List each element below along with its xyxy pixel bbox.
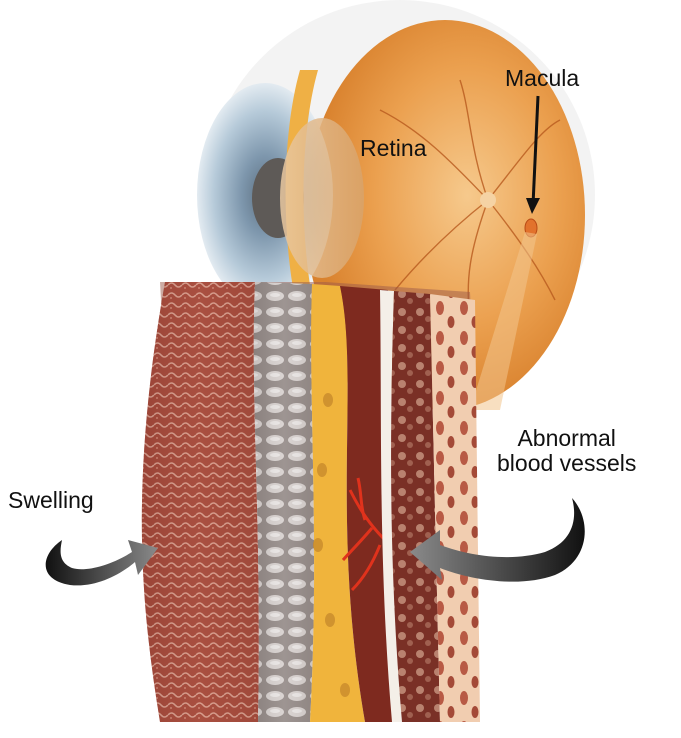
abnormal-vessels-label: Abnormal blood vessels	[497, 426, 636, 476]
rod-cone-shading	[254, 282, 314, 722]
retina-label: Retina	[360, 136, 426, 161]
swelling-arrow	[46, 540, 158, 585]
abnormal-vessels-label-line2: blood vessels	[497, 451, 636, 476]
macula-label: Macula	[505, 66, 579, 91]
abnormal-vessels-label-line1: Abnormal	[497, 426, 636, 451]
lens	[280, 118, 364, 278]
photoreceptor-shading	[142, 282, 259, 722]
optic-disc	[480, 192, 496, 208]
swelling-label: Swelling	[8, 488, 94, 513]
